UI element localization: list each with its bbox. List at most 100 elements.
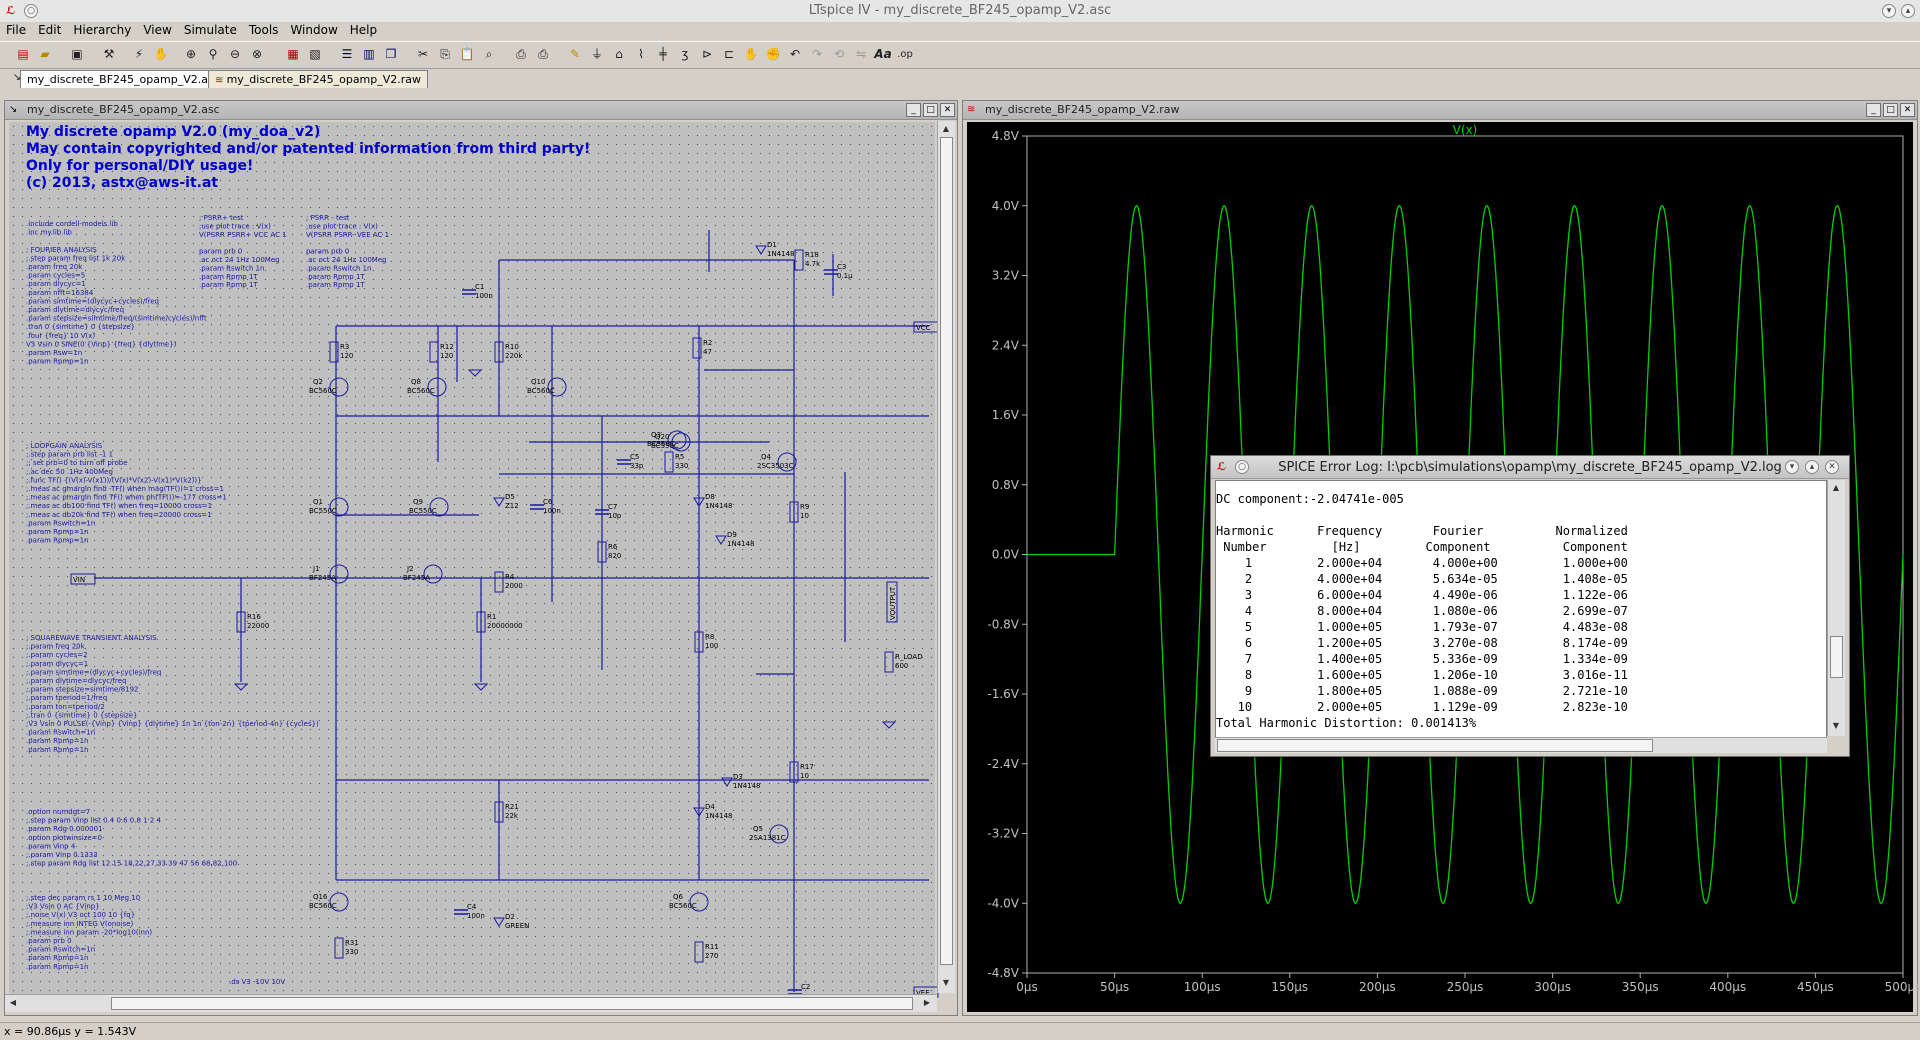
waveform-restore-button[interactable]: □ (1883, 103, 1898, 117)
schematic-restore-button[interactable]: □ (923, 103, 938, 117)
tab-schematic[interactable]: my_discrete_BF245_opamp_V2.asc (20, 70, 227, 88)
tab-schematic-label: my_discrete_BF245_opamp_V2.asc (27, 73, 220, 86)
undo-icon[interactable]: ↶ (789, 47, 801, 61)
error-log-menu-button[interactable]: ○ (1235, 460, 1249, 474)
component-ref: Q16 (313, 893, 328, 901)
schematic-hscroll-thumb[interactable] (111, 997, 913, 1010)
menu-file[interactable]: File (6, 23, 27, 37)
tab-waveform[interactable]: ≋ my_discrete_BF245_opamp_V2.raw (208, 70, 429, 88)
rotate-icon[interactable]: ⟲ (833, 47, 845, 61)
window-menu-button[interactable]: ○ (24, 4, 38, 18)
resistor-icon[interactable]: ⌇ (638, 47, 644, 61)
schematic-close-button[interactable]: ✕ (940, 103, 955, 117)
copy-icon[interactable]: ⎘ (440, 47, 450, 61)
schematic-header-line: Only for personal/DIY usage! (26, 158, 253, 174)
menu-edit[interactable]: Edit (38, 23, 62, 37)
print-icon[interactable]: ⎙ (538, 47, 548, 61)
error-log-vertical-scrollbar[interactable]: ▲ ▼ (1827, 480, 1845, 736)
inductor-icon[interactable]: ʒ (681, 47, 689, 61)
error-log-horizontal-scrollbar[interactable] (1215, 737, 1827, 753)
draw-wire-icon[interactable]: ✎ (569, 47, 581, 61)
schematic-minimize-button[interactable]: _ (906, 103, 921, 117)
net-label-vcc: VCC (916, 324, 931, 332)
component-ref: J1 (312, 565, 320, 573)
component-ref: R11 (705, 943, 719, 951)
diode-symbol (721, 777, 733, 787)
find-icon[interactable]: ⌕ (485, 47, 493, 61)
cascade-icon[interactable]: ❐ (385, 47, 397, 61)
move-icon[interactable]: ✋ (743, 47, 759, 61)
harmonic-row: 8 1.600e+05 1.206e-10 3.016e-11 (1216, 668, 1628, 682)
error-log-vscroll-thumb[interactable] (1830, 636, 1843, 678)
scroll-right-arrow-icon[interactable]: ▶ (923, 998, 931, 1007)
save-icon[interactable]: ▣ (71, 47, 83, 61)
redo-icon[interactable]: ↷ (811, 47, 823, 61)
menu-help[interactable]: Help (349, 23, 378, 37)
ground-symbol (233, 683, 249, 691)
schematic-vertical-scrollbar[interactable]: ▲ ▼ (937, 121, 955, 993)
scroll-left-arrow-icon[interactable]: ◀ (9, 998, 17, 1007)
zoom-out-icon[interactable]: ⊖ (229, 47, 241, 61)
tile-horizontal-icon[interactable]: ☰ (341, 47, 353, 61)
menu-window[interactable]: Window (290, 23, 338, 37)
error-log-minimize-button[interactable]: ▾ (1785, 460, 1799, 474)
schematic-canvas[interactable]: My discrete opamp V2.0 (my_doa_v2)May co… (9, 122, 939, 998)
control-panel-icon[interactable]: ⚒ (103, 47, 115, 61)
component-icon[interactable]: ⊏ (723, 47, 735, 61)
scroll-up-arrow-icon[interactable]: ▲ (942, 124, 950, 133)
component-value: BF245A (309, 574, 336, 582)
menu-simulate[interactable]: Simulate (183, 23, 237, 37)
print-setup-icon[interactable]: ⎙ (516, 47, 526, 61)
error-log-close-button[interactable]: ✕ (1825, 460, 1839, 474)
capacitor-icon[interactable]: ╪ (659, 47, 667, 61)
drag-icon[interactable]: ✊ (765, 47, 781, 61)
schematic-vscroll-thumb[interactable] (940, 137, 953, 965)
menu-hierarchy[interactable]: Hierarchy (73, 23, 132, 37)
label-net-icon[interactable]: ⌂ (615, 47, 623, 61)
pan-icon[interactable]: ⚲ (208, 47, 218, 61)
component-value: 1N4148 (705, 812, 733, 820)
diode-icon[interactable]: ⊳ (701, 47, 713, 61)
toolbar: ▤ ▰ ▣ ⚒ ⚡ ✋ ⊕ ⚲ ⊖ ⊗ ▦ ▧ ☰ ▥ ❐ ✂ ⎘ 📋 ⌕ ⎙ … (0, 41, 1920, 69)
error-log-hscroll-thumb[interactable] (1217, 739, 1653, 752)
component-value: BC560C (309, 902, 337, 910)
error-log-maximize-button[interactable]: ▴ (1805, 460, 1819, 474)
delete-plot-icon[interactable]: ▧ (309, 47, 321, 61)
transistor-symbol (689, 892, 709, 912)
schematic-horizontal-scrollbar[interactable]: ◀ ▶ (5, 994, 937, 1012)
paste-icon[interactable]: 📋 (459, 47, 475, 61)
zoom-in-icon[interactable]: ⊕ (185, 47, 197, 61)
x-tick-label: 300µs (1534, 980, 1571, 994)
text-icon[interactable]: Aa (874, 47, 892, 61)
menu-tools[interactable]: Tools (248, 23, 279, 37)
ground-icon[interactable]: ⏚ (590, 47, 603, 61)
error-log-titlebar: ℒ ○ SPICE Error Log: I:\pcb\simulations\… (1211, 456, 1849, 479)
halt-icon[interactable]: ✋ (153, 47, 169, 61)
waveform-minimize-button[interactable]: _ (1866, 103, 1881, 117)
error-log-text[interactable]: DC component:-2.04741e-005 Harmonic Freq… (1215, 480, 1827, 738)
maximize-button[interactable]: ▴ (1901, 4, 1915, 18)
menu-view[interactable]: View (143, 23, 172, 37)
new-schematic-icon[interactable]: ▤ (17, 47, 29, 61)
mirror-icon[interactable]: ⇋ (855, 47, 867, 61)
component-value: 120 (340, 352, 353, 360)
run-icon[interactable]: ⚡ (134, 47, 144, 61)
open-icon[interactable]: ▰ (40, 47, 50, 61)
component-ref: R6 (608, 543, 618, 551)
scroll-down-arrow-icon[interactable]: ▼ (942, 978, 950, 987)
tile-vertical-icon[interactable]: ▥ (363, 47, 375, 61)
y-tick-label: 0.8V (992, 478, 1020, 492)
error-log-scroll-down-icon[interactable]: ▼ (1832, 721, 1840, 730)
error-log-header-1: Harmonic Frequency Fourier Normalized (1216, 524, 1628, 538)
cut-icon[interactable]: ✂ (417, 47, 429, 61)
error-log-scroll-up-icon[interactable]: ▲ (1832, 483, 1840, 492)
waveform-close-button[interactable]: ✕ (1900, 103, 1915, 117)
spice-directive-line: .param dlytime=dlycyc/freq (26, 306, 124, 314)
minimize-button[interactable]: ▾ (1882, 4, 1896, 18)
autoscale-icon[interactable]: ▦ (287, 47, 299, 61)
zoom-fit-icon[interactable]: ⊗ (251, 47, 263, 61)
spice-directive-icon[interactable]: .op (897, 49, 913, 60)
spice-directive-line: ;V3 Vsin 0 PULSE(-{Vinp} {Vinp} {dlytime… (26, 720, 319, 728)
component-value: BC550C (651, 442, 679, 450)
spice-directive-line: ; LOOPGAIN ANALYSIS (26, 442, 103, 450)
